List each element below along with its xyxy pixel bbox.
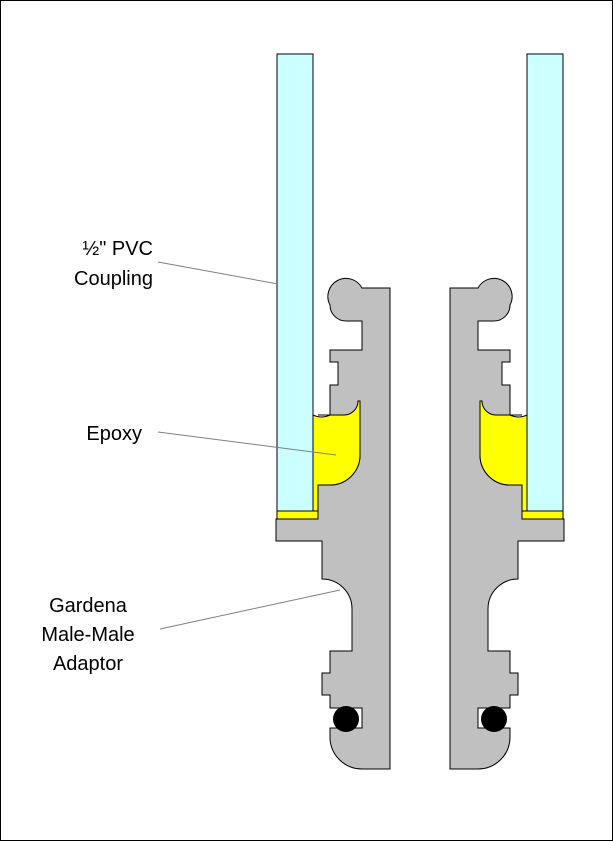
epoxy-right xyxy=(479,400,528,512)
epoxy-right-base xyxy=(521,510,564,520)
pvc-label-line1: ½" PVC xyxy=(83,238,153,260)
epoxy-leader-line xyxy=(157,431,337,456)
adaptor-label-line3: Adaptor xyxy=(53,653,123,675)
pvc-label-line2: Coupling xyxy=(74,268,153,290)
adaptor-leader-line xyxy=(159,589,341,630)
o-ring-right xyxy=(481,706,507,732)
o-ring-left xyxy=(333,706,359,732)
epoxy-left xyxy=(312,400,361,512)
adaptor-label-line1: Gardena xyxy=(49,595,128,617)
pvc-coupling-left xyxy=(276,53,314,512)
pvc-leader-line xyxy=(157,261,279,285)
epoxy-left-base xyxy=(276,510,319,520)
adaptor-label-line2: Male-Male xyxy=(41,624,134,646)
epoxy-label: Epoxy xyxy=(86,423,142,445)
left-section xyxy=(275,53,391,770)
right-section xyxy=(449,53,565,770)
pvc-coupling-right xyxy=(526,53,564,512)
